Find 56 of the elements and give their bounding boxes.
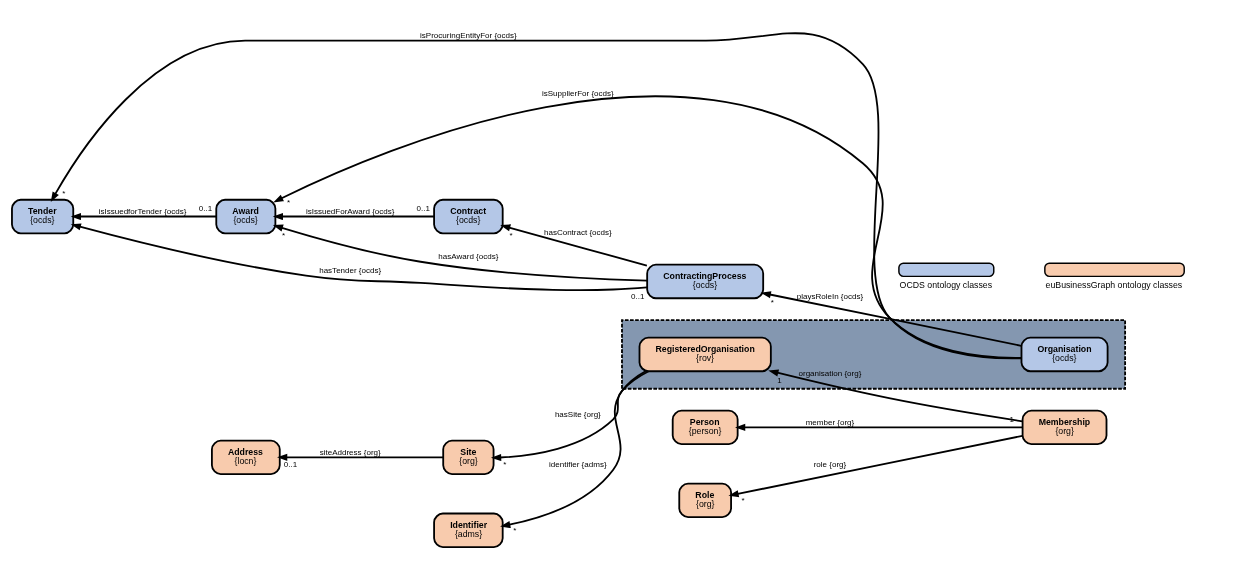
label: * <box>287 198 291 208</box>
label: * <box>509 231 513 240</box>
arrow <box>70 212 218 221</box>
legend-label: OCDS ontology classes <box>899 280 993 291</box>
arrow <box>272 212 435 221</box>
label: * <box>741 495 745 505</box>
arrow <box>500 370 647 529</box>
node-box: Award {ocds} <box>215 198 277 235</box>
edge-label: isProcuringEntityFor {ocds} <box>420 31 517 41</box>
arrow <box>760 291 1023 347</box>
edge-label: identifier {adms} <box>549 460 607 470</box>
arrow <box>728 434 1024 498</box>
edge-label: organisation {org} <box>798 369 862 379</box>
label: * <box>281 231 286 241</box>
node-box: Role {org} <box>678 482 732 519</box>
node-box: Organisation {ocds} <box>1020 336 1109 373</box>
edge-label: role {org} <box>813 460 847 470</box>
edge-label: isSupplierFor {ocds} <box>541 88 614 98</box>
arrow <box>500 224 648 267</box>
node-box: Tender {ocds} <box>11 198 75 235</box>
node-box: RegisteredOrganisation {rov} <box>638 336 772 373</box>
label: 0..1 <box>416 204 431 214</box>
edge-label: member {org} <box>805 418 855 428</box>
arrow <box>735 423 1024 431</box>
node-box: Address {locn} <box>211 439 281 476</box>
arrow <box>277 453 445 461</box>
legend-label: euBusinessGraph ontology classes <box>1045 280 1183 291</box>
edge-label: isIssuedForAward {ocds} <box>305 207 395 217</box>
node-box: ContractingProcess {ocds} <box>646 263 765 300</box>
label: * <box>62 189 66 198</box>
edge-label: hasTender {ocds} <box>319 266 382 276</box>
edge-label: hasContract {ocds} <box>543 228 612 238</box>
arrow <box>490 370 650 462</box>
edge-label: hasSite {org} <box>554 410 601 420</box>
label: 0..1 <box>631 291 645 301</box>
arrow <box>768 369 1024 423</box>
arrow <box>273 95 1023 359</box>
label: 0..1 <box>198 204 213 214</box>
label: * <box>503 459 507 469</box>
edge-label: isIssuedforTender {ocds} <box>98 207 187 217</box>
node-box: Membership {org} <box>1021 409 1108 446</box>
arrow <box>272 224 648 282</box>
cluster <box>621 319 1126 390</box>
label: * <box>513 526 517 536</box>
label: 0..1 <box>283 459 298 469</box>
label: 1 <box>777 376 782 386</box>
label: * <box>770 297 774 307</box>
node-box: Contract {ocds} <box>433 198 504 235</box>
edge-label: siteAddress {org} <box>319 447 381 457</box>
node-box: Site {org} <box>442 439 495 476</box>
edge-label: hasAward {ocds} <box>438 252 499 262</box>
node-box: Person {person} <box>671 409 739 446</box>
edge-label: playsRoleIn {ocds} <box>796 291 864 301</box>
node-box: Identifier {adms} <box>433 512 504 548</box>
arrow <box>70 223 648 292</box>
arrow <box>50 32 1023 360</box>
